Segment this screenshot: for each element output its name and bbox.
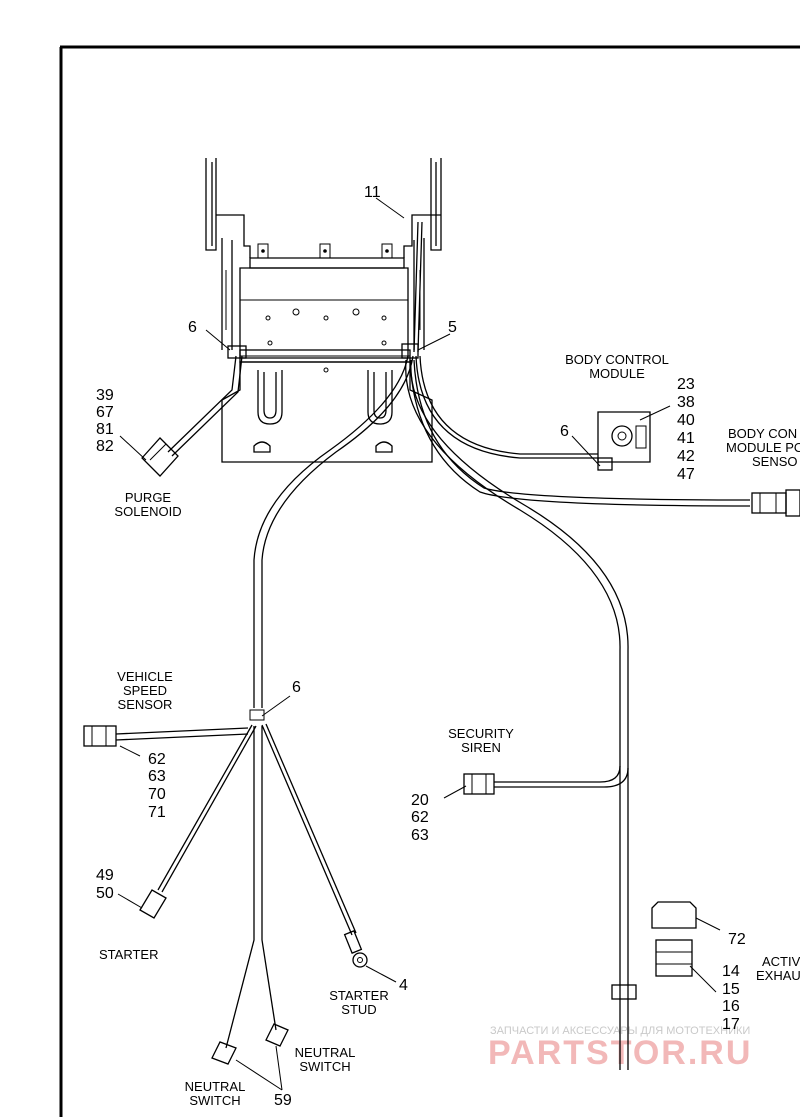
leader-lines <box>117 197 721 1091</box>
purge-solenoid-connector <box>141 437 179 477</box>
svg-text:62: 62 <box>148 751 166 768</box>
svg-text:81: 81 <box>96 421 114 438</box>
callout-harness: 11 <box>364 184 381 201</box>
bcm-position-sensor-label: BODY CON MODULE PO SENSO <box>726 426 800 469</box>
page-frame <box>59 45 800 1117</box>
neutral-switch-right-label: NEUTRAL SWITCH <box>295 1045 356 1074</box>
svg-text:MODULE: MODULE <box>589 366 645 381</box>
starter-stud-ref: 4 <box>399 977 408 994</box>
vehicle-speed-sensor-label: VEHICLE SPEED SENSOR <box>117 669 173 712</box>
active-exhaust-label: ACTIV EXHAU <box>756 954 800 983</box>
svg-text:67: 67 <box>96 404 114 421</box>
svg-text:SPEED: SPEED <box>123 683 167 698</box>
svg-text:63: 63 <box>411 827 429 844</box>
svg-text:49: 49 <box>96 867 114 884</box>
starter-connector <box>139 889 167 919</box>
svg-text:41: 41 <box>677 430 695 447</box>
svg-text:20: 20 <box>411 792 429 809</box>
starter-refs: 49 50 <box>96 867 114 902</box>
vehicle-speed-sensor-refs: 62 63 70 71 <box>148 751 166 821</box>
svg-text:63: 63 <box>148 768 166 785</box>
clamps <box>227 343 637 1000</box>
neutral-switch-ref: 59 <box>274 1092 292 1109</box>
active-exhaust-cap-ref: 72 <box>728 931 746 948</box>
callout-clamp-right: 5 <box>448 319 457 336</box>
svg-text:47: 47 <box>677 466 695 483</box>
svg-text:NEUTRAL: NEUTRAL <box>185 1079 246 1094</box>
body-control-module-shape <box>597 411 651 471</box>
active-exhaust-connector <box>651 901 697 977</box>
svg-text:40: 40 <box>677 412 695 429</box>
svg-text:EXHAU: EXHAU <box>756 968 800 983</box>
starter-stud-label: STARTER STUD <box>329 988 388 1017</box>
vehicle-speed-sensor-connector <box>83 725 117 747</box>
neutral-switch-left-label: NEUTRAL SWITCH <box>185 1079 246 1108</box>
callout-clamp-left: 6 <box>188 319 197 336</box>
starter-stud-ring-terminal <box>343 930 368 968</box>
purge-solenoid-label: PURGE SOLENOID <box>114 490 181 519</box>
svg-text:BODY CON: BODY CON <box>728 426 797 441</box>
svg-text:50: 50 <box>96 885 114 902</box>
svg-text:SWITCH: SWITCH <box>189 1093 240 1108</box>
svg-text:SIREN: SIREN <box>461 740 501 755</box>
svg-text:42: 42 <box>677 448 695 465</box>
active-exhaust-refs: 14 15 16 17 <box>722 963 740 1033</box>
body-control-module-label: BODY CONTROL MODULE <box>565 352 669 381</box>
svg-text:NEUTRAL: NEUTRAL <box>295 1045 356 1060</box>
svg-text:SOLENOID: SOLENOID <box>114 504 181 519</box>
starter-label: STARTER <box>99 947 158 962</box>
svg-text:82: 82 <box>96 438 114 455</box>
svg-text:17: 17 <box>722 1016 740 1033</box>
security-siren-connector <box>463 773 495 795</box>
security-siren-refs: 20 62 63 <box>411 792 429 844</box>
svg-text:BODY CONTROL: BODY CONTROL <box>565 352 669 367</box>
svg-text:70: 70 <box>148 786 166 803</box>
svg-text:23: 23 <box>677 376 695 393</box>
neutral-switch-terminals <box>211 1023 289 1065</box>
frame-bracket <box>205 158 442 463</box>
callout-bcm-clamp: 6 <box>560 423 569 440</box>
svg-text:SENSO: SENSO <box>752 454 798 469</box>
watermark-logo: PARTSTOR.RU <box>488 1034 752 1072</box>
svg-text:STARTER: STARTER <box>329 988 388 1003</box>
svg-text:14: 14 <box>722 963 740 980</box>
svg-text:SENSOR: SENSOR <box>118 697 173 712</box>
svg-text:VEHICLE: VEHICLE <box>117 669 173 684</box>
callout-clamp-junction: 6 <box>292 679 301 696</box>
security-siren-label: SECURITY SIREN <box>448 726 514 755</box>
svg-text:ACTIV: ACTIV <box>762 954 800 969</box>
svg-text:SECURITY: SECURITY <box>448 726 514 741</box>
svg-text:MODULE PO: MODULE PO <box>726 440 800 455</box>
svg-text:PURGE: PURGE <box>125 490 172 505</box>
svg-text:STUD: STUD <box>341 1002 376 1017</box>
svg-text:38: 38 <box>677 394 695 411</box>
body-control-module-refs: 23 38 40 41 42 47 <box>677 376 695 483</box>
svg-text:62: 62 <box>411 809 429 826</box>
svg-text:SWITCH: SWITCH <box>299 1059 350 1074</box>
bcm-position-sensor-connector <box>751 489 800 517</box>
svg-text:16: 16 <box>722 998 740 1015</box>
svg-text:15: 15 <box>722 981 740 998</box>
svg-text:39: 39 <box>96 387 114 404</box>
harness-wires <box>115 221 751 1070</box>
purge-solenoid-refs: 39 67 81 82 <box>96 387 114 455</box>
svg-text:71: 71 <box>148 804 166 821</box>
